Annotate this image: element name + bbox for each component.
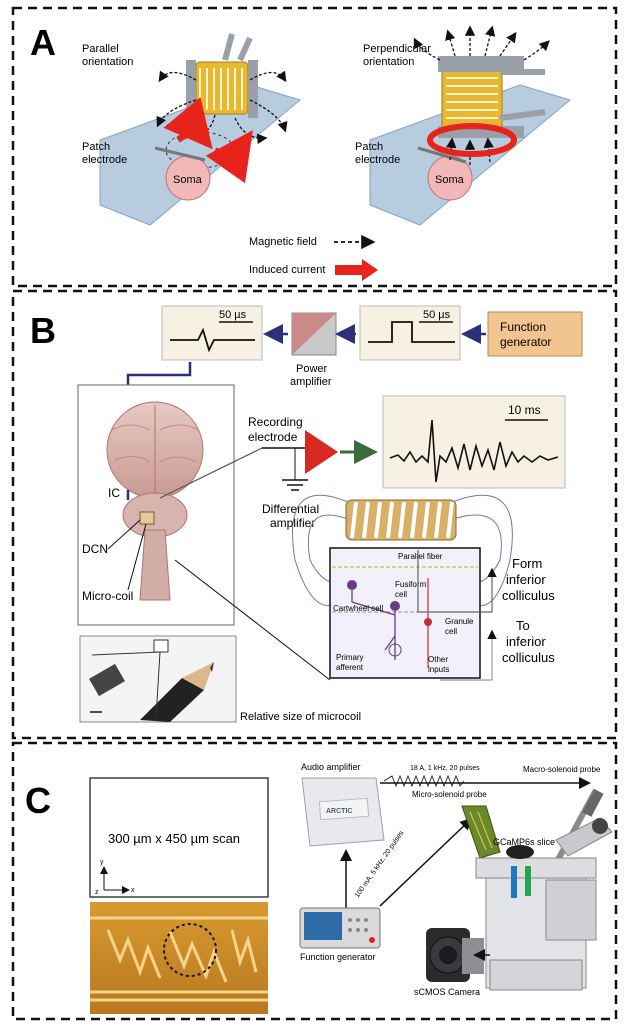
scale-10ms: 10 ms: [508, 403, 541, 417]
perpendicular-scene: Soma: [369, 25, 572, 226]
function-generator-label-c: Function generator: [300, 952, 376, 962]
fusiform-cell-label: Fusiform: [395, 580, 426, 589]
panel-c-border: [11, 741, 618, 1021]
fusiform-cell-label-2: cell: [395, 590, 407, 599]
panel-a-letter: A: [30, 22, 56, 63]
power-amplifier-label: Power: [296, 363, 328, 375]
brainstem: [139, 529, 171, 601]
to-colliculus-label-3: colliculus: [502, 650, 555, 665]
square-waveform: [368, 321, 455, 343]
amplifier-brand-logo: ARCTIC: [326, 808, 352, 815]
microscope: [475, 817, 613, 991]
granule-cell-label-2: cell: [445, 627, 457, 636]
scan-size-label: 300 µm x 450 µm scan: [108, 831, 240, 846]
scmos-camera: [426, 928, 484, 982]
perpendicular-label-2: orientation: [363, 56, 414, 68]
gcamp-slice: [506, 845, 534, 859]
relative-size-label: Relative size of microcoil: [240, 711, 361, 723]
micro-coil-label: Micro-coil: [82, 589, 133, 603]
micro-coil-implant: [139, 511, 155, 525]
granule-cell-label: Granule: [445, 617, 474, 626]
form-colliculus-label-2: inferior: [506, 572, 546, 587]
patch-electrode-right: [417, 146, 467, 164]
gcamp-slice-label: GCaMP6s slice: [493, 837, 555, 847]
other-inputs-label: Other: [428, 655, 448, 664]
other-inputs-label-2: inputs: [428, 665, 449, 674]
macro-solenoid-label: Macro-solenoid probe: [523, 765, 601, 774]
panel-b-border: [11, 289, 618, 740]
parallel-label: Parallel: [82, 43, 119, 55]
micro-probe-wire: [379, 817, 473, 907]
micro-solenoid-probe: [461, 805, 501, 859]
legend-induced-current: Induced current: [249, 264, 325, 276]
biphasic-waveform: [170, 327, 255, 353]
parallel-fiber-label: Parallel fiber: [398, 552, 443, 561]
scale-50us-left: 50 µs: [219, 309, 247, 321]
primary-afferent-label-2: afferent: [336, 663, 364, 672]
form-colliculus-label-3: colliculus: [502, 588, 555, 603]
patch-label-left: Patch: [82, 141, 110, 153]
micro-solenoid-label: Micro-solenoid probe: [412, 790, 487, 799]
recording-electrode-label: Recording: [248, 415, 303, 429]
panel-b: B 50 µs Power amplifier 50 µs Function g…: [11, 289, 618, 740]
to-colliculus-label: To: [516, 618, 530, 633]
panel-c: C 300 µm x 450 µm scan y z x Audio ampli…: [11, 741, 618, 1021]
ic-label: IC: [108, 486, 120, 500]
axis-z-label: z: [95, 889, 99, 896]
highlighted-coil-circle: [163, 923, 217, 977]
function-generator-box: [487, 311, 583, 357]
form-colliculus-label: Form: [512, 556, 542, 571]
electrode-label-left: electrode: [82, 154, 127, 166]
panel-c-letter: C: [25, 780, 51, 821]
to-colliculus-label-2: inferior: [506, 634, 546, 649]
panel-b-letter: B: [30, 310, 56, 351]
legend-current-arrow: [335, 259, 378, 281]
electrode-label-right: electrode: [355, 154, 400, 166]
axis-x-label: x: [131, 887, 135, 894]
parallel-label-2: orientation: [82, 56, 133, 68]
patch-electrode-left: [154, 146, 206, 162]
function-generator-label-2: generator: [500, 335, 551, 349]
perpendicular-label: Perpendicular: [363, 43, 431, 55]
output-pulse-box: [161, 305, 263, 361]
soma-left-label: Soma: [173, 174, 203, 186]
function-generator-label: Function: [500, 320, 546, 334]
audio-amplifier-label: Audio amplifier: [301, 762, 361, 772]
scale-50us-right: 50 µs: [423, 309, 451, 321]
induced-current-left: [163, 96, 213, 150]
recording-wire: [159, 447, 263, 499]
dcn-circuit-box: [329, 547, 481, 679]
soma-right-label: Soma: [435, 174, 465, 186]
differential-amplifier-icon: [305, 430, 338, 474]
induced-current-right: [427, 123, 517, 157]
scan-region: [89, 777, 269, 898]
cartwheel-cell-label: Cartwheel cell: [333, 604, 383, 613]
dcn-label: DCN: [82, 542, 108, 556]
panel-a-border: [11, 6, 618, 288]
recording-electrode-label-2: electrode: [248, 430, 298, 444]
axis-y-label: y: [100, 859, 104, 866]
power-amplifier-label-2: amplifier: [290, 376, 332, 388]
patch-label-right: Patch: [355, 141, 383, 153]
parallel-scene: Soma: [99, 33, 302, 226]
zoom-line: [174, 559, 331, 681]
panel-a: A Soma Parallel orie: [11, 6, 618, 288]
legend-magnetic-field: Magnetic field: [249, 236, 317, 248]
recording-trace-box: [382, 395, 566, 489]
pulse-18a-label: 18 A, 1 kHz, 20 pulses: [410, 765, 480, 772]
primary-afferent-label: Primary: [336, 653, 364, 662]
neural-response-trace: [389, 419, 559, 483]
input-pulse-box: [359, 305, 461, 361]
differential-amplifier-label: Differential: [262, 502, 319, 516]
scmos-camera-label: sCMOS Camera: [414, 987, 480, 997]
